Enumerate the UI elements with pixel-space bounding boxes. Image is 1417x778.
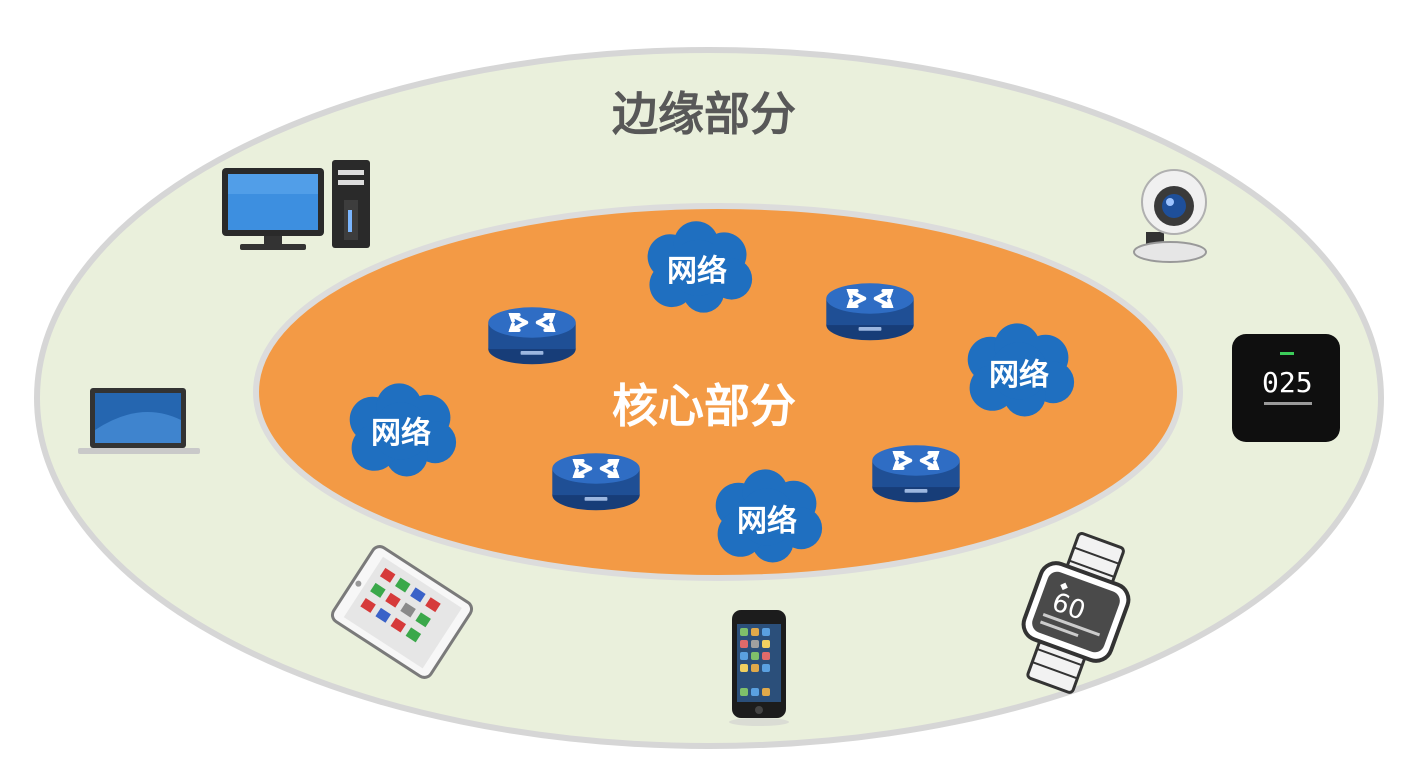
router-icon: [486, 305, 578, 367]
webcam-icon: [1133, 169, 1207, 263]
laptop-icon: [78, 388, 200, 454]
network-cloud-label: 网络: [737, 504, 797, 539]
edge-part-title: 边缘部分: [612, 87, 796, 141]
network-cloud-label: 网络: [667, 254, 727, 289]
tablet-icon: [330, 545, 474, 679]
core-part-title: 核心部分: [612, 379, 796, 433]
smart-display-reading: 025: [1262, 366, 1313, 399]
smart-display-icon: [1232, 334, 1340, 442]
router-icon: [870, 443, 962, 505]
router-icon: [550, 451, 642, 513]
smartphone-icon: [729, 610, 789, 726]
router-icon: [824, 281, 916, 343]
network-cloud-label: 网络: [989, 358, 1049, 393]
smartwatch-icon: [1021, 532, 1131, 694]
network-cloud-label: 网络: [371, 416, 431, 451]
desktop-computer-icon: [222, 160, 370, 250]
